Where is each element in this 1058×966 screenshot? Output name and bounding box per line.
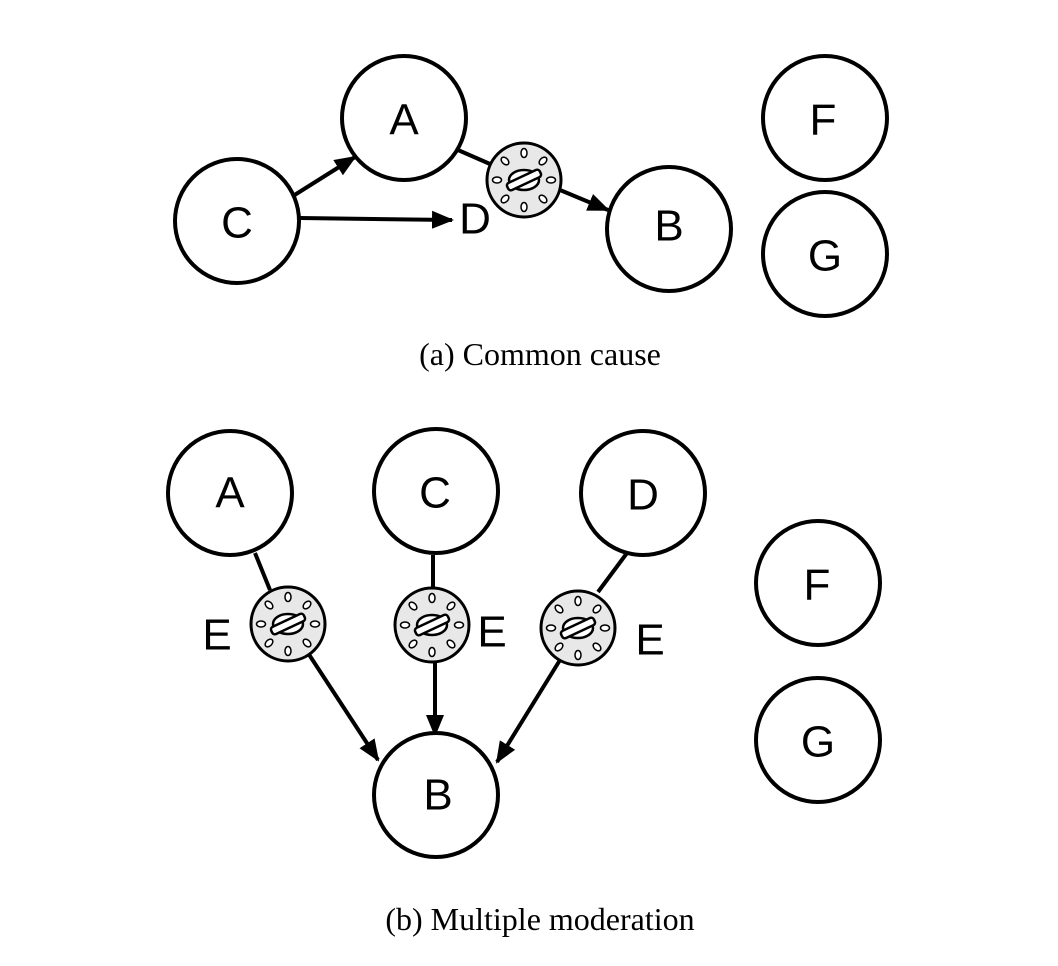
panel-a: A C B F G D (a) Common cause xyxy=(173,54,889,372)
node-b-label: B xyxy=(423,771,452,820)
panel-b: A C D B F G E E E (b) Multiple moder xyxy=(166,427,882,937)
node-b: B xyxy=(372,731,500,859)
edge-c-to-d xyxy=(299,210,454,229)
node-g-label: G xyxy=(808,232,842,281)
moderator-label-e2: E xyxy=(477,608,506,657)
edge-a-to-knob xyxy=(457,148,491,166)
moderator-knob-icon xyxy=(539,589,617,667)
node-g: G xyxy=(761,190,889,318)
moderator-knob-icon xyxy=(249,585,327,663)
node-f-label: F xyxy=(804,561,831,610)
node-c-label: C xyxy=(419,469,451,518)
node-a-label: A xyxy=(215,469,245,518)
node-c-label: C xyxy=(221,199,253,248)
node-b: B xyxy=(605,165,733,293)
edge-c-to-a xyxy=(291,155,357,198)
node-a: A xyxy=(340,54,468,182)
node-a-label: A xyxy=(389,96,419,145)
node-f-label: F xyxy=(810,96,837,145)
edge-d-to-knob3 xyxy=(596,551,629,594)
node-f: F xyxy=(761,54,889,182)
edge-knob-to-b xyxy=(559,188,610,212)
moderator-label-e1: E xyxy=(202,611,231,660)
node-g-label: G xyxy=(801,718,835,767)
node-b-label: B xyxy=(654,202,683,251)
moderator-knob-icon xyxy=(485,141,563,219)
node-d-label: D xyxy=(459,195,491,244)
moderator-label-e3: E xyxy=(635,616,664,665)
edge-knob3-to-b xyxy=(495,658,562,764)
node-c: C xyxy=(372,427,500,555)
node-g: G xyxy=(754,676,882,804)
node-f: F xyxy=(754,519,882,647)
node-c: C xyxy=(173,157,301,285)
edge-knob1-to-b xyxy=(306,651,380,762)
edge-a-to-knob1 xyxy=(253,552,272,591)
moderator-knob-icon xyxy=(393,586,471,664)
caption-b: (b) Multiple moderation xyxy=(385,901,694,937)
node-d-label: D xyxy=(627,471,659,520)
node-a: A xyxy=(166,429,294,557)
caption-a: (a) Common cause xyxy=(419,336,661,372)
node-d: D xyxy=(579,429,707,557)
